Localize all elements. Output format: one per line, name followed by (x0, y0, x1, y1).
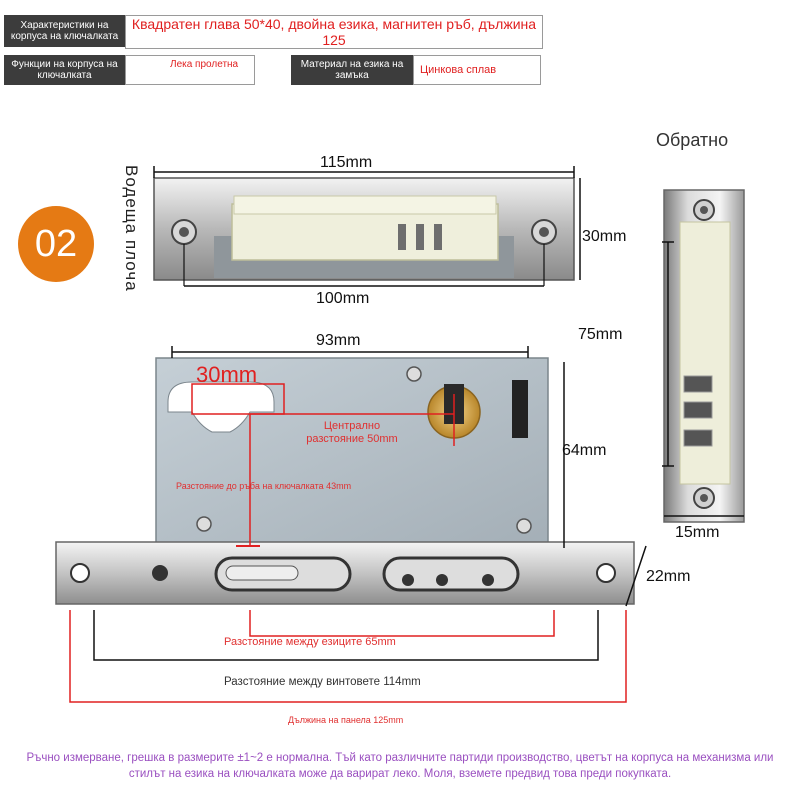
strike-plate-slot-1 (683, 375, 713, 393)
strike-plate-screw-top-hole (700, 206, 708, 214)
guide-plate-screw-left-hole (179, 227, 189, 237)
latch-slot (512, 380, 528, 438)
latch-tongue-inner (225, 565, 299, 581)
faceplate-screw-left (70, 563, 90, 583)
spec-label-features: Характеристики на корпуса на ключалката (4, 15, 125, 47)
spec-label-functions-text: Функции на корпуса на ключалката (11, 59, 118, 81)
dim-strike-length: 75mm (578, 326, 623, 343)
guide-plate-slot-3 (434, 224, 442, 250)
dim-line-panel-width (625, 545, 647, 607)
faceplate-screw-right (596, 563, 616, 583)
spec-value-material-text: Цинкова сплав (420, 64, 497, 76)
annotation-tongue-distance: Разстояние между езиците 65mm (224, 636, 396, 648)
body-screw-top (406, 366, 422, 382)
annotation-center: Централно разстояние 50mm (302, 420, 402, 446)
spec-label-material-text: Материал на езика на замъка (300, 59, 404, 81)
dim-plate-hole: 100mm (316, 290, 370, 307)
dim-backset: 30mm (196, 362, 258, 387)
backset-marker (191, 383, 285, 415)
number-badge: 02 (18, 206, 94, 282)
spec-value-features: Квадратен глава 50*40, двойна езика, маг… (125, 15, 543, 49)
guide-plate-screw-right-hole (539, 227, 549, 237)
strike-plate-slot-3 (683, 429, 713, 447)
faceplate-hole (152, 565, 168, 581)
spec-value-features-text: Квадратен глава 50*40, двойна езика, маг… (131, 16, 537, 48)
spec-label-functions: Функции на корпуса на ключалката (4, 55, 125, 85)
dim-body-width: 93mm (316, 332, 361, 349)
dead-bolt-pin-1 (402, 574, 414, 586)
guide-plate-slot-2 (416, 224, 424, 250)
spec-label-features-text: Характеристики на корпуса на ключалката (10, 20, 119, 42)
strike-plate-illustration (662, 189, 745, 523)
dim-strike-width: 15mm (675, 524, 720, 541)
annotation-center-text: Централно разстояние 50mm (306, 420, 398, 445)
guide-plate-label-text: Водеща плоча (122, 165, 141, 292)
body-screw-right (516, 518, 532, 534)
bracket-panel-length (69, 610, 627, 703)
dim-body-height: 64mm (562, 442, 607, 459)
body-screw-mid (196, 516, 212, 532)
lock-body-keyhole-cutout (167, 381, 275, 433)
reverse-label: Обратно (656, 130, 729, 150)
annotation-panel-length: Дължина на панела 125mm (288, 715, 404, 725)
guide-plate-insert-top (233, 195, 497, 215)
guide-plate-label: Водеща плоча (121, 165, 141, 315)
bracket-screw-distance (93, 610, 599, 661)
spec-value-functions: Лека пролетна (125, 55, 255, 85)
strike-plate-screw-bottom-hole (700, 494, 708, 502)
dim-plate-width: 115mm (320, 154, 373, 171)
spec-label-material: Материал на езика на замъка (291, 55, 413, 85)
dim-panel-width: 22mm (646, 568, 691, 585)
annotation-screw-distance: Разстояние между винтовете 114mm (224, 676, 421, 688)
dead-bolt-pin-2 (436, 574, 448, 586)
spec-value-functions-text: Лека пролетна (170, 59, 239, 70)
annotation-edge-to-keyhole: Разстояние до ръба на ключалката 43mm (176, 481, 352, 491)
strike-plate-slot-2 (683, 401, 713, 419)
spec-value-material: Цинкова сплав (413, 55, 541, 85)
bracket-tongue-distance (249, 610, 555, 637)
number-badge-text: 02 (34, 223, 78, 265)
dead-bolt-pin-3 (482, 574, 494, 586)
lock-body-illustration (55, 346, 647, 703)
dead-bolt (382, 556, 520, 592)
guide-plate-illustration (153, 166, 581, 287)
disclaimer-text: Ръчно измерване, грешка в размерите ±1~2… (26, 752, 774, 780)
dim-plate-height: 30mm (582, 228, 627, 245)
guide-plate-slot-1 (398, 224, 406, 250)
